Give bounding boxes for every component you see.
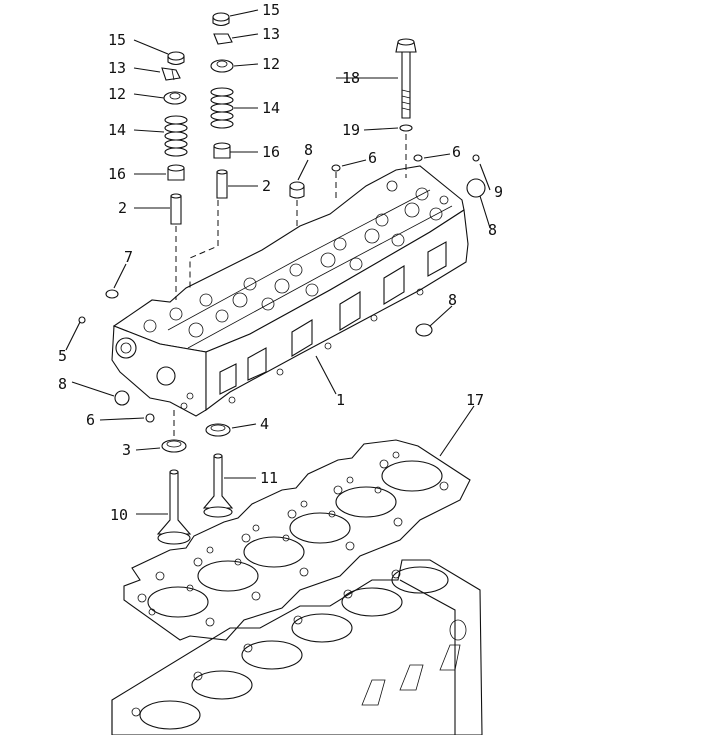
callout-9: 9: [494, 183, 503, 201]
callout-numbers: 15 13 12 14 16 2 15 13 12 14 16 2 18 19 …: [58, 1, 503, 524]
callout-6-top: 6: [368, 149, 377, 167]
callout-8-left: 8: [58, 375, 67, 393]
callout-3: 3: [122, 441, 131, 459]
engine-block: [111, 559, 483, 736]
callout-14-left: 14: [108, 121, 126, 139]
callout-6-right: 6: [452, 143, 461, 161]
callout-8-right: 8: [488, 221, 497, 239]
cylinder-head: [111, 165, 469, 417]
callout-13-center: 13: [262, 25, 280, 43]
callout-18: 18: [342, 69, 360, 87]
callout-2-center: 2: [262, 177, 271, 195]
callout-16-center: 16: [262, 143, 280, 161]
misc-parts: [78, 38, 486, 423]
callout-10: 10: [110, 506, 128, 524]
callout-8-mid: 8: [448, 291, 457, 309]
callout-5: 5: [58, 347, 67, 365]
callout-16-left: 16: [108, 165, 126, 183]
callout-12-center: 12: [262, 55, 280, 73]
head-gasket: [123, 439, 471, 641]
callout-4: 4: [260, 415, 269, 433]
callout-13-left: 13: [108, 59, 126, 77]
callout-12-left: 12: [108, 85, 126, 103]
callout-15-center: 15: [262, 1, 280, 19]
callout-14-center: 14: [262, 99, 280, 117]
center-valve-train: [189, 12, 234, 518]
callout-6-left: 6: [86, 411, 95, 429]
callout-17: 17: [466, 391, 484, 409]
callout-19: 19: [342, 121, 360, 139]
callout-8-top: 8: [304, 141, 313, 159]
left-valve-train: [156, 51, 192, 545]
callout-7: 7: [124, 248, 133, 266]
callout-2-left: 2: [118, 199, 127, 217]
callout-15-left: 15: [108, 31, 126, 49]
callout-11: 11: [260, 469, 278, 487]
callout-1: 1: [336, 391, 345, 409]
leader-lines: [65, 9, 491, 515]
